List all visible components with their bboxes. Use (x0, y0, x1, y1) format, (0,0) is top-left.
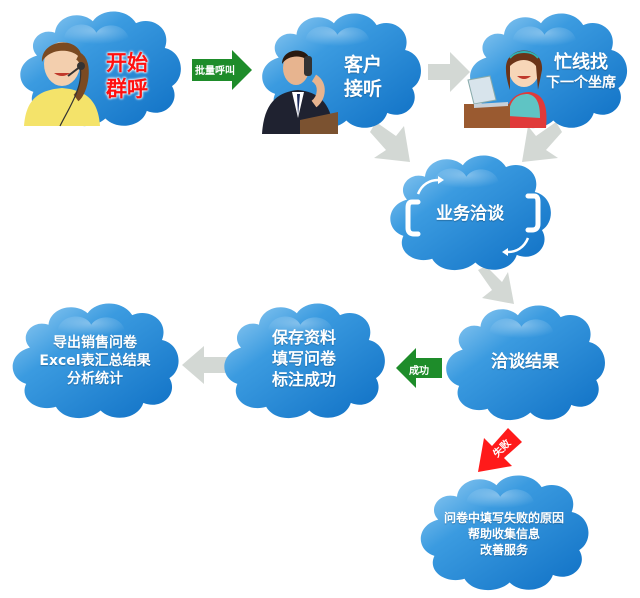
node-start-line-1: 开始 (106, 51, 148, 75)
node-answer-line-1: 客户 (344, 54, 383, 76)
node-busy: 忙线找 下一个坐席 (460, 8, 636, 132)
arrow-result-to-save (396, 348, 442, 388)
node-answer-line-2: 接听 (344, 77, 383, 100)
node-result: 洽谈结果 (436, 300, 614, 424)
node-fail-line-1: 问卷中填写失败的原因 (443, 511, 564, 525)
edge-label-batch-call: 批量呼叫 (195, 66, 235, 77)
node-export-line-1: 导出销售问卷 (53, 335, 137, 351)
node-fail-line-2: 帮助收集信息 (467, 527, 540, 542)
node-start-line-2: 群呼 (106, 77, 148, 102)
node-export-line-3: 分析统计 (67, 371, 123, 388)
node-export-line-2: Excel表汇总结果 (39, 353, 151, 370)
arrow-answer-to-negotiate (370, 122, 414, 166)
edge-label-success: 成功 (409, 366, 429, 377)
node-busy-line-1: 忙线找 (554, 52, 608, 73)
arrow-answer-to-busy (428, 52, 470, 92)
node-fail-line-3: 改善服务 (479, 543, 528, 558)
arrow-save-to-export (182, 346, 228, 384)
businessman-phone-figure (260, 38, 338, 134)
node-save-line-2: 填写问卷 (271, 348, 336, 368)
node-export: 导出销售问卷 Excel表汇总结果 分析统计 (2, 298, 188, 422)
node-busy-line-2: 下一个坐席 (546, 74, 616, 91)
node-save-line-3: 标注成功 (271, 369, 336, 389)
node-fail: 问卷中填写失败的原因 帮助收集信息 改善服务 (410, 470, 598, 594)
node-answer: 客户 接听 (252, 8, 430, 134)
arrow-busy-to-negotiate (518, 122, 562, 166)
arrow-result-to-fail (478, 428, 522, 472)
node-negotiate: 业务洽谈 (380, 150, 560, 274)
node-negotiate-line-1: 业务洽谈 (436, 204, 504, 224)
node-save-line-1: 保存资料 (271, 328, 336, 347)
operator-headset-figure (20, 26, 104, 127)
node-result-line-1: 洽谈结果 (491, 352, 559, 372)
arrow-start-to-answer (192, 50, 252, 90)
node-start: 开始 群呼 (10, 6, 190, 130)
node-save: 保存资料 填写问卷 标注成功 (214, 298, 394, 422)
agent-desk-figure (464, 36, 548, 128)
arrow-negotiate-to-result (478, 266, 518, 306)
phone-handsets-icon (405, 176, 541, 256)
